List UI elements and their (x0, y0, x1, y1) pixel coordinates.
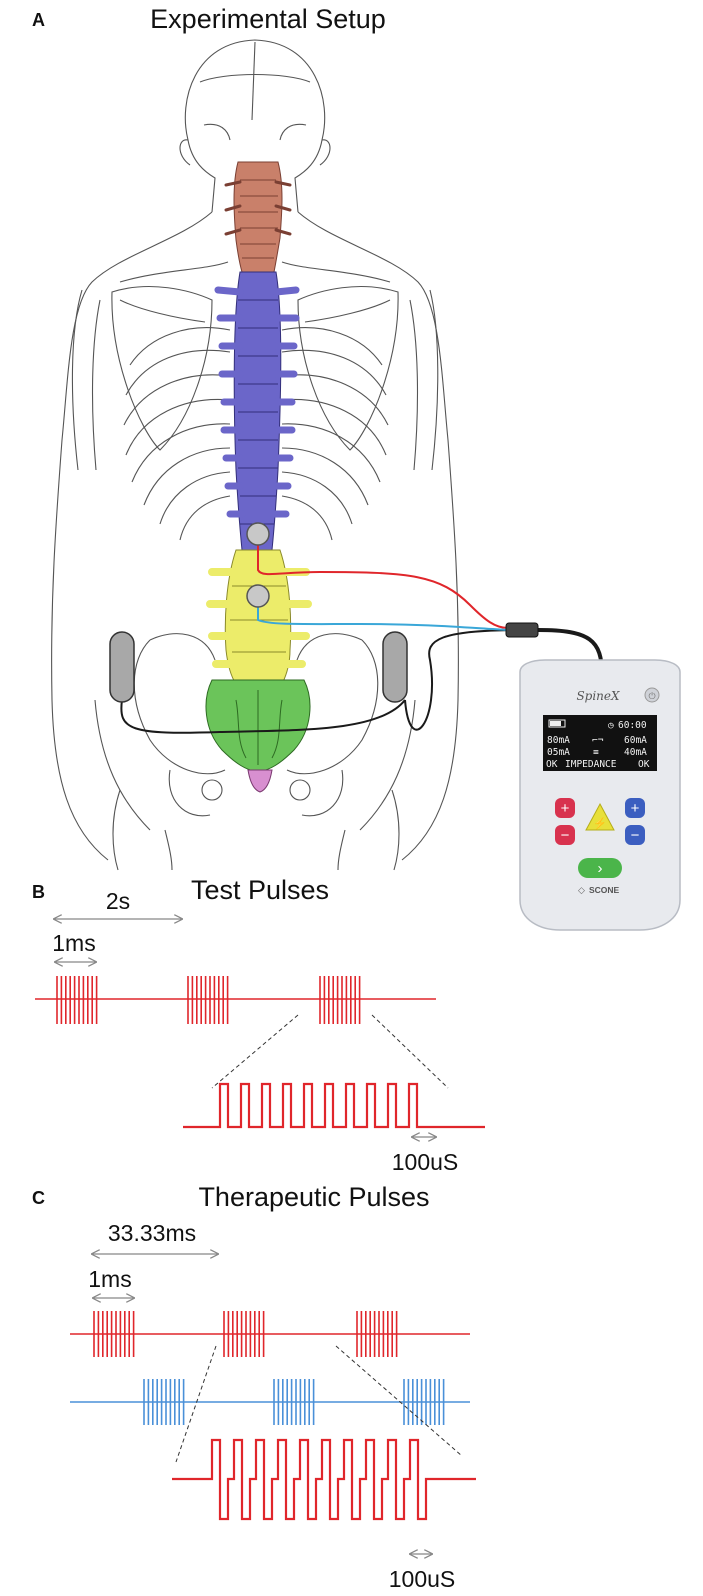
electrode-lower (246, 584, 270, 608)
coccyx (247, 769, 273, 793)
electrode-pad-right (382, 631, 408, 703)
cervical-vertebrae (233, 161, 283, 273)
right-minus-label: − (631, 827, 640, 844)
left-plus-label: + (561, 800, 570, 817)
screen-status-right: OK (638, 759, 650, 770)
panel-b-period-label: 2s (106, 888, 130, 914)
panel-b-burst-label: 1ms (52, 930, 95, 956)
screen-current-3: 05mA (547, 747, 570, 758)
panel-c-zoom-waveform (172, 1438, 476, 1521)
right-plus-button[interactable] (625, 798, 645, 818)
panel-c-letter: C (32, 1188, 45, 1208)
panel-c: C Therapeutic Pulses 33.33ms 1ms 100uS (32, 1182, 476, 1592)
scone-logo-icon: ◇ (578, 885, 585, 895)
screen-current-2: 60mA (624, 735, 647, 746)
panel-c-zoom-line-left (175, 1345, 217, 1463)
next-button[interactable] (578, 858, 622, 878)
battery-icon (548, 719, 566, 728)
wires (120, 538, 604, 734)
screen-status-left: OK (546, 759, 558, 770)
black-wire (120, 629, 521, 734)
right-plus-label: + (631, 800, 640, 817)
panel-b-zoom-waveform (183, 1082, 485, 1129)
right-minus-button[interactable] (625, 825, 645, 845)
panel-c-period-label: 33.33ms (108, 1220, 196, 1246)
panel-c-pulse-label: 100uS (389, 1566, 456, 1592)
device-maker: SCONE (589, 885, 620, 895)
power-icon: ⏻ (648, 691, 655, 701)
lightning-icon: ⚡ (593, 817, 607, 830)
panel-b-zoom-line-right (371, 1014, 449, 1089)
screen-current-1: 80mA (547, 735, 570, 746)
blue-wire (257, 596, 509, 631)
panel-c-title: Therapeutic Pulses (198, 1182, 429, 1212)
screen-timer: 60:00 (618, 720, 647, 731)
device-screen (543, 715, 657, 771)
panel-a-title: Experimental Setup (150, 4, 386, 34)
panel-a: A Experimental Setup (32, 4, 681, 931)
electrode-pad-left (109, 631, 135, 703)
panel-b-bursts (56, 976, 361, 1024)
panel-c-red-bursts (93, 1311, 398, 1357)
waveform-icon: ⌐¬ (592, 735, 604, 746)
next-label: › (598, 860, 603, 877)
left-minus-button[interactable] (555, 825, 575, 845)
cable-connector (505, 622, 539, 638)
screen-status-mid: IMPEDANCE (565, 759, 617, 770)
power-button[interactable] (644, 687, 660, 703)
body-outline-illustration (51, 39, 459, 871)
stimulator-device: SpineX ⏻ ◷ 60:00 80mA ⌐¬ 60mA 05mA ≡ 40m… (519, 659, 681, 931)
spine-illustration (205, 161, 312, 793)
device-brand: SpineX (576, 689, 620, 703)
screen-current-4: 40mA (624, 747, 647, 758)
dc-icon: ≡ (593, 747, 599, 758)
timer-icon: ◷ (608, 720, 614, 731)
panel-b: B Test Pulses 2s 1ms 100uS (32, 875, 485, 1175)
panel-b-pulse-label: 100uS (392, 1149, 459, 1175)
left-plus-button[interactable] (555, 798, 575, 818)
electrode-upper (246, 522, 270, 546)
left-minus-label: − (561, 827, 570, 844)
panel-c-blue-bursts (143, 1379, 445, 1425)
panel-b-zoom-line-left (211, 1014, 299, 1089)
thoracic-vertebrae (233, 271, 282, 551)
panel-b-title: Test Pulses (191, 875, 329, 905)
stimulate-button[interactable] (585, 802, 615, 831)
panel-c-burst-label: 1ms (88, 1266, 131, 1292)
panel-a-letter: A (32, 10, 45, 30)
panel-b-letter: B (32, 882, 45, 902)
red-wire (257, 538, 509, 629)
